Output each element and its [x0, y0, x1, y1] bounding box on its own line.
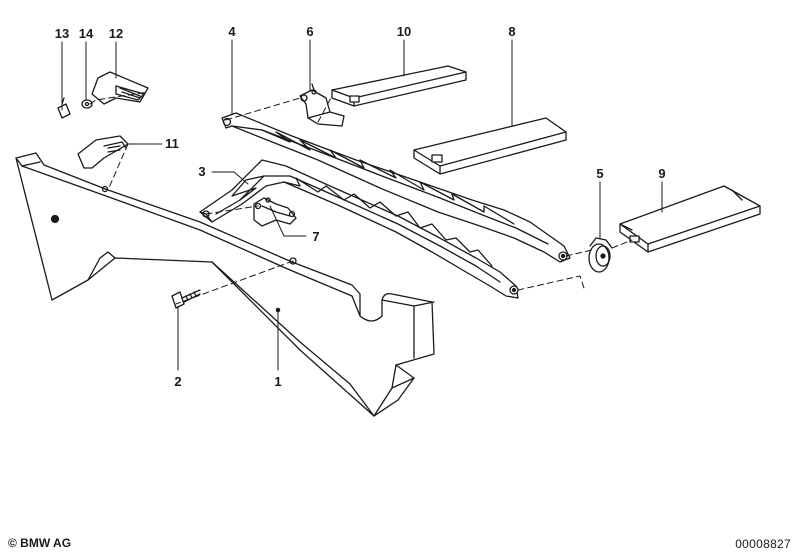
copyright-notice: © BMW AG — [8, 536, 72, 550]
part-11-handle-cover — [77, 135, 129, 169]
callout-5: 5 — [596, 166, 603, 181]
part-1-side-panel — [15, 152, 435, 417]
callout-3: 3 — [198, 164, 205, 179]
callout-9: 9 — [658, 166, 665, 181]
callout-11: 11 — [165, 136, 179, 151]
document-number: 00008827 — [735, 537, 791, 551]
callout-14: 14 — [79, 26, 94, 41]
callout-4: 4 — [228, 24, 236, 39]
part-9-board — [619, 185, 761, 253]
callout-10: 10 — [397, 24, 411, 39]
part-7-hinge — [253, 197, 297, 227]
callout-8: 8 — [508, 24, 515, 39]
part-6-hinge — [299, 83, 345, 127]
part-8-board — [413, 117, 567, 175]
callout-12: 12 — [109, 26, 123, 41]
callout-labels: 13 14 12 11 4 6 10 8 3 7 5 9 2 1 — [55, 24, 666, 389]
callout-1: 1 — [274, 374, 281, 389]
part-4-lattice-arm — [221, 112, 571, 263]
callout-13: 13 — [55, 26, 69, 41]
part-10-board — [331, 65, 467, 107]
callout-7: 7 — [312, 229, 319, 244]
assembly-lines — [89, 91, 633, 305]
part-13-screw — [57, 97, 71, 119]
part-2-screw — [171, 289, 201, 309]
leader-lines — [61, 39, 663, 371]
part-5-roller — [588, 237, 613, 273]
callout-6: 6 — [306, 24, 313, 39]
part-14-washer — [81, 99, 93, 109]
callout-2: 2 — [174, 374, 181, 389]
